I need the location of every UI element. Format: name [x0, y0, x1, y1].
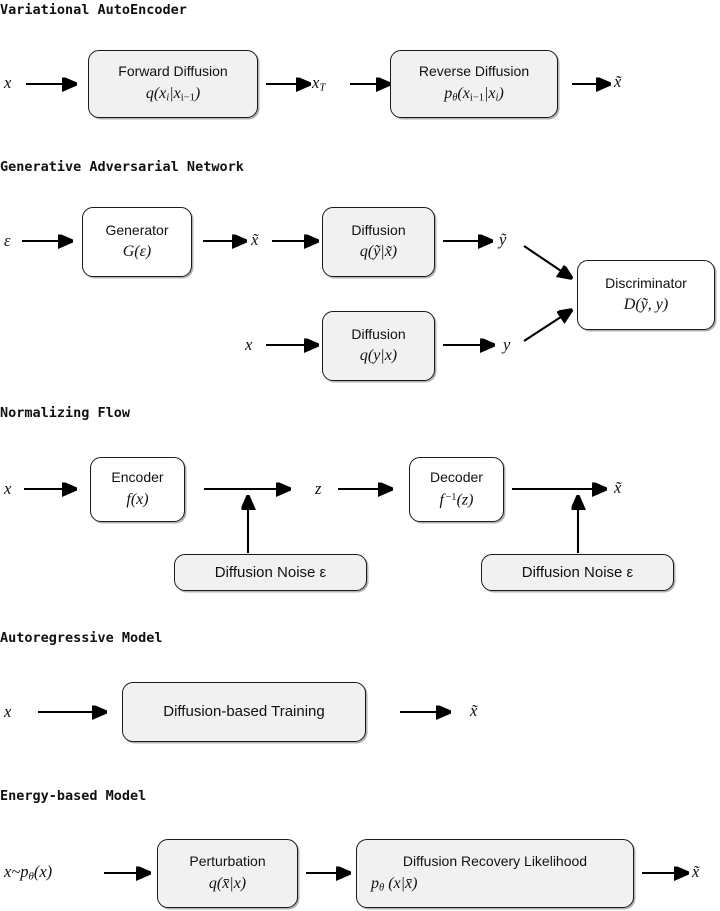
box-formula: G(ε) — [122, 243, 152, 261]
box-discriminator[interactable]: Discriminator D(ỹ, y) — [577, 260, 715, 330]
box-title: Reverse Diffusion — [418, 63, 530, 80]
label-gan-y: y — [503, 335, 511, 354]
section-title-vae: Variational AutoEncoder — [0, 2, 187, 18]
box-diffusion-bottom[interactable]: Diffusion q(y|x) — [322, 311, 435, 381]
label-flow-latent: z — [315, 479, 322, 498]
box-title: Encoder — [111, 469, 164, 486]
box-formula: f −1(z) — [439, 491, 474, 509]
box-title: Generator — [105, 221, 169, 238]
label-ebm-output: x̃ — [692, 862, 700, 881]
label-flow-input: x — [4, 479, 12, 498]
box-title: Diffusion Noise ε — [521, 563, 634, 581]
box-title: Discriminator — [605, 274, 687, 291]
box-title: Diffusion-based Training — [163, 703, 325, 721]
box-reverse-diffusion[interactable]: Reverse Diffusion pθ(xi−1|xi) — [390, 50, 558, 118]
label-ebm-input: x~pθ(x) — [4, 862, 53, 883]
box-title: Diffusion — [351, 325, 406, 342]
box-formula: D(ỹ, y) — [623, 296, 669, 314]
label-vae-input: x — [4, 73, 12, 92]
box-decoder[interactable]: Decoder f −1(z) — [409, 457, 504, 522]
box-forward-diffusion[interactable]: Forward Diffusion q(xi|xi−1) — [88, 50, 258, 118]
box-formula: q(y|x) — [359, 347, 398, 365]
label-gan-xtilde: x̃ — [251, 230, 259, 249]
label-flow-output: x̃ — [614, 478, 622, 497]
label-vae-xT: xT — [312, 73, 326, 94]
box-formula: q(xi|xi−1) — [145, 85, 201, 104]
box-formula: pθ (x|x̄) — [371, 874, 418, 893]
box-formula: q(ỹ|x̃) — [359, 243, 398, 261]
section-title-flow: Normalizing Flow — [0, 405, 131, 421]
section-title-autoregressive: Autoregressive Model — [0, 630, 163, 646]
label-ar-output: x̃ — [470, 701, 478, 720]
box-title: Forward Diffusion — [118, 63, 228, 80]
label-gan-x: x — [245, 335, 253, 354]
section-title-ebm: Energy-based Model — [0, 788, 147, 804]
label-gan-ytilde: ỹ — [499, 230, 507, 249]
section-title-gan: Generative Adversarial Network — [0, 159, 244, 175]
box-diffusion-based-training[interactable]: Diffusion-based Training — [122, 682, 366, 742]
box-encoder[interactable]: Encoder f(x) — [90, 457, 185, 522]
box-title: Decoder — [430, 469, 483, 486]
box-diffusion-noise-right[interactable]: Diffusion Noise ε — [481, 554, 674, 591]
box-title: Diffusion — [351, 221, 406, 238]
box-perturbation[interactable]: Perturbation q(x̄|x) — [157, 839, 298, 908]
label-gan-epsilon: ε — [4, 231, 11, 250]
label-ar-input: x — [4, 702, 12, 721]
box-formula: f(x) — [126, 490, 149, 508]
box-formula: pθ(xi−1|xi) — [444, 85, 504, 104]
box-title: Diffusion Noise ε — [214, 563, 327, 581]
box-diffusion-noise-left[interactable]: Diffusion Noise ε — [174, 554, 367, 591]
box-diffusion-top[interactable]: Diffusion q(ỹ|x̃) — [322, 207, 435, 277]
box-generator[interactable]: Generator G(ε) — [82, 207, 192, 277]
box-diffusion-recovery-likelihood[interactable]: Diffusion Recovery Likelihood pθ (x|x̄) — [356, 839, 634, 908]
label-vae-output: x̃ — [614, 72, 622, 91]
box-formula: q(x̄|x) — [208, 874, 247, 892]
box-title: Diffusion Recovery Likelihood — [402, 852, 588, 869]
box-title: Perturbation — [189, 853, 266, 870]
